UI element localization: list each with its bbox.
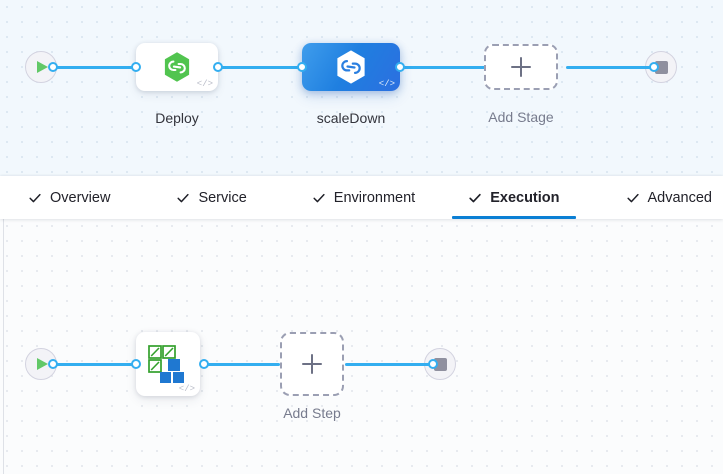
check-icon	[469, 193, 481, 202]
link-deploy-to-scaledown	[213, 66, 309, 69]
link-k8sstep-to-addstep	[199, 363, 280, 366]
port-exec-end-in[interactable]	[428, 359, 438, 369]
check-icon	[177, 193, 190, 202]
play-icon	[37, 61, 48, 73]
stage-config-tabbar: Overview Service Environment Execution A…	[0, 176, 723, 219]
tab-environment[interactable]: Environment	[310, 176, 417, 219]
tab-label: Overview	[50, 189, 111, 206]
link-addstage-to-end	[566, 66, 653, 69]
port-deploy-out[interactable]	[213, 62, 223, 72]
check-icon	[29, 193, 41, 202]
tab-label: Service	[198, 189, 247, 206]
link-addstep-to-end	[345, 363, 432, 366]
plus-icon	[511, 57, 531, 77]
check-icon	[313, 193, 325, 202]
port-scaledown-out[interactable]	[395, 62, 405, 72]
step-card-k8s-bluegreen-scaledown[interactable]: </>	[136, 332, 200, 396]
stage-canvas[interactable]: </> Deploy </> scaleDown Add Stage	[0, 0, 723, 176]
port-scaledown-in[interactable]	[297, 62, 307, 72]
link-start-to-k8sstep	[51, 363, 141, 366]
stage-label-scaledown: scaleDown	[316, 110, 386, 126]
code-badge-icon[interactable]: </>	[196, 79, 213, 89]
harness-hexagon-green-icon	[164, 52, 190, 82]
port-k8sstep-out[interactable]	[199, 359, 209, 369]
plus-icon	[302, 354, 322, 374]
link-scaledown-to-addstage	[395, 66, 491, 69]
link-start-to-deploy	[51, 66, 143, 69]
canvas-left-edge	[3, 219, 4, 474]
stage-card-deploy[interactable]: </>	[136, 43, 218, 91]
add-stage-button[interactable]	[484, 44, 558, 90]
port-start-out[interactable]	[48, 62, 58, 72]
tab-overview[interactable]: Overview	[26, 176, 112, 219]
add-stage-label: Add Stage	[488, 109, 554, 125]
check-icon	[626, 193, 639, 202]
tab-label: Environment	[333, 189, 416, 206]
code-badge-icon[interactable]: </>	[378, 79, 395, 89]
play-icon	[37, 358, 48, 370]
tab-execution[interactable]: Execution	[452, 176, 576, 219]
port-deploy-in[interactable]	[131, 62, 141, 72]
code-badge-icon[interactable]: </>	[178, 384, 195, 394]
port-end-in[interactable]	[649, 62, 659, 72]
stage-card-scaledown[interactable]: </>	[302, 43, 400, 91]
tab-label: Execution	[490, 189, 560, 206]
execution-steps-canvas[interactable]: </> K8sBlueGreenSt ageScaleDow... Add St…	[0, 219, 723, 474]
tab-advanced[interactable]: Advanced	[624, 176, 715, 219]
tab-service[interactable]: Service	[174, 176, 248, 219]
port-k8sstep-in[interactable]	[131, 359, 141, 369]
port-exec-start-out[interactable]	[48, 359, 58, 369]
add-step-label: Add Step	[283, 405, 341, 421]
add-step-button[interactable]	[280, 332, 344, 396]
harness-hexagon-white-icon	[337, 50, 365, 84]
k8s-scale-grid-icon	[148, 345, 184, 383]
stage-label-deploy: Deploy	[155, 110, 199, 126]
tab-label: Advanced	[647, 189, 713, 206]
